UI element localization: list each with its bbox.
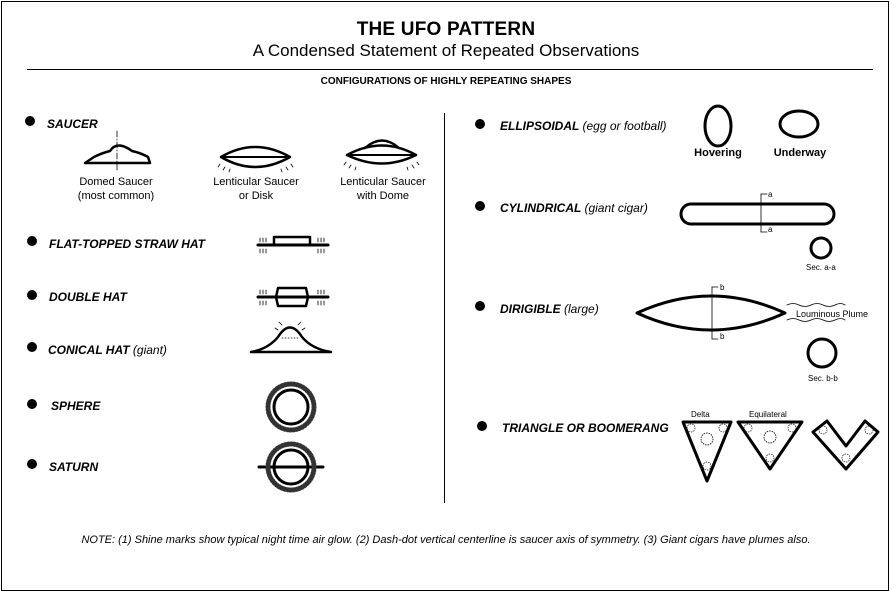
plume-caption: Louminous Plume [796, 309, 869, 319]
ellipsoidal-name: ELLIPSOIDAL [500, 119, 580, 133]
caption-line: Lenticular Saucer [340, 176, 426, 188]
dirigible-label: DIRIGIBLE (large) [500, 302, 599, 316]
ellipsoidal-label: ELLIPSOIDAL (egg or football) [500, 119, 667, 133]
cylindrical-name: CYLINDRICAL [500, 201, 582, 215]
saturn-shape [257, 441, 325, 493]
bullets [25, 116, 487, 469]
conical-hat-name: CONICAL HAT [48, 343, 130, 357]
conical-hat-qualifier: (giant) [132, 343, 167, 357]
bullet [27, 342, 37, 352]
dirigible-shape [635, 286, 787, 340]
sphere-shape [265, 381, 317, 433]
section-mark-a-top: a [768, 190, 773, 199]
lenticular-disk-caption: Lenticular Saucer or Disk [196, 175, 316, 203]
section-mark-a-bottom: a [768, 225, 773, 234]
bullet [27, 290, 37, 300]
double-hat-shape [256, 286, 330, 308]
cigar-shape [679, 193, 836, 233]
domed-saucer-shape [83, 130, 152, 172]
bullet [475, 201, 485, 211]
conical-hat-label: CONICAL HAT (giant) [48, 343, 167, 357]
section-a-caption: Sec. a-a [806, 263, 836, 272]
delta-triangle-shape [681, 420, 733, 483]
bullet [27, 459, 37, 469]
bullet [477, 421, 487, 431]
diagram-title: THE UFO PATTERN [356, 19, 536, 40]
caption-line: with Dome [357, 190, 409, 202]
equilateral-caption: Equilateral [749, 410, 787, 419]
domed-saucer-caption: Domed Saucer (most common) [56, 175, 176, 203]
diagram-subtitle: A Condensed Statement of Repeated Observ… [252, 41, 640, 60]
section-mark-b-top: b [720, 283, 725, 292]
section-mark-b-bottom: b [720, 332, 725, 341]
ellipsoid-hovering-shape [703, 104, 733, 148]
saturn-label: SATURN [49, 460, 99, 474]
lenticular-disk-shape [217, 145, 294, 173]
bullet [27, 236, 37, 246]
lenticular-dome-caption: Lenticular Saucer with Dome [323, 175, 443, 203]
caption-line: or Disk [238, 190, 274, 202]
flat-hat-shape [256, 235, 330, 254]
cylindrical-qualifier: (giant cigar) [584, 201, 648, 215]
cylindrical-label: CYLINDRICAL (giant cigar) [500, 201, 648, 215]
bullet [475, 119, 485, 129]
column-divider [444, 113, 445, 503]
bullet [27, 399, 37, 409]
saucer-label: SAUCER [47, 117, 98, 131]
footer-note: NOTE: (1) Shine marks show typical night… [81, 534, 811, 546]
section-heading: CONFIGURATIONS OF HIGHLY REPEATING SHAPE… [320, 76, 572, 87]
bullet [475, 301, 485, 311]
caption-line: Lenticular Saucer [213, 176, 299, 188]
ellipsoidal-qualifier: (egg or football) [582, 119, 667, 133]
hovering-caption: Hovering [694, 147, 742, 159]
header-divider [27, 69, 873, 70]
dirigible-name: DIRIGIBLE [500, 302, 561, 316]
dirigible-section-shape [806, 337, 838, 369]
underway-caption: Underway [773, 147, 827, 159]
flat-hat-label: FLAT-TOPPED STRAW HAT [49, 237, 205, 251]
equilateral-triangle-shape [736, 420, 804, 471]
caption-line: (most common) [77, 190, 155, 202]
lenticular-dome-shape [343, 139, 420, 171]
sphere-label: SPHERE [51, 399, 101, 413]
delta-caption: Delta [691, 410, 710, 419]
double-hat-label: DOUBLE HAT [49, 290, 127, 304]
plume-shape [786, 303, 846, 322]
boomerang-shape [811, 419, 880, 471]
bullet [25, 116, 35, 126]
triangle-label: TRIANGLE OR BOOMERANG [502, 421, 669, 435]
conical-hat-shape [249, 321, 333, 354]
cigar-section-shape [809, 236, 833, 260]
caption-line: Domed Saucer [79, 176, 153, 188]
dirigible-qualifier: (large) [564, 302, 599, 316]
section-b-caption: Sec. b-b [808, 374, 838, 383]
ellipsoid-underway-shape [778, 109, 820, 139]
